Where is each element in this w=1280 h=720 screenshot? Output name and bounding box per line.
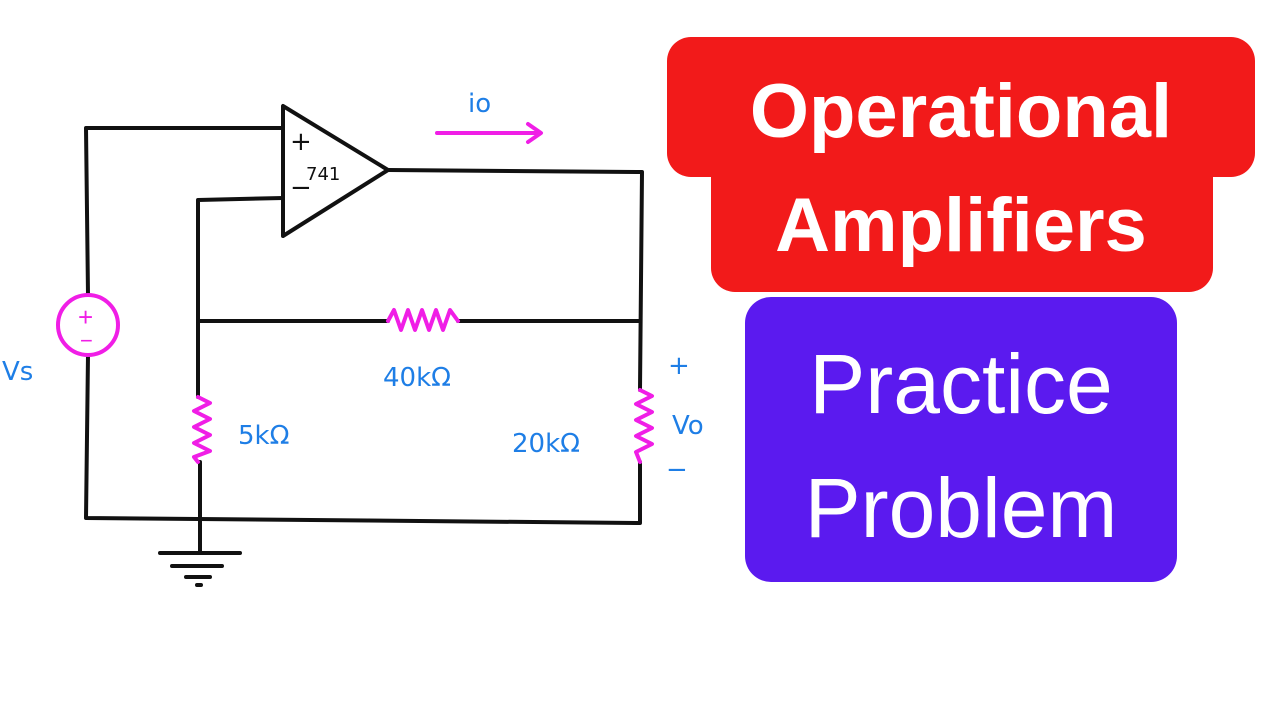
current-label: io [468,89,491,119]
resistor-40k-icon [386,308,460,332]
opamp-minus: − [290,173,312,203]
current-arrow-icon [435,122,543,144]
r-feedback-label: 40kΩ [383,363,451,393]
opamp-symbol [281,104,390,238]
r-ground-label: 5kΩ [238,421,289,451]
opamp-label: 741 [306,164,340,185]
source-minus: − [80,328,93,353]
resistor-5k-icon [192,395,212,464]
voltage-source-icon [56,293,120,357]
vo-minus: − [666,455,688,485]
title-banner-bottom [711,150,1213,292]
vo-label: Vo [672,411,704,441]
resistor-20k-icon [634,388,654,464]
source-plus: + [78,302,93,332]
subtitle-line-1: Practice [809,337,1113,431]
opamp-plus: + [290,127,312,157]
subtitle-line-2: Problem [804,461,1118,555]
source-label: Vs [2,357,33,387]
wire-source-bottom [84,353,642,525]
title-line-2: Amplifiers [775,183,1147,268]
wire-output [386,168,644,392]
wire-noninverting [84,126,285,297]
subtitle-box [745,297,1177,582]
vo-plus: + [668,351,690,381]
title-line-1: Operational [749,69,1173,154]
ground-icon [158,551,242,587]
wire-inverting [196,196,285,399]
r-load-label: 20kΩ [512,429,580,459]
